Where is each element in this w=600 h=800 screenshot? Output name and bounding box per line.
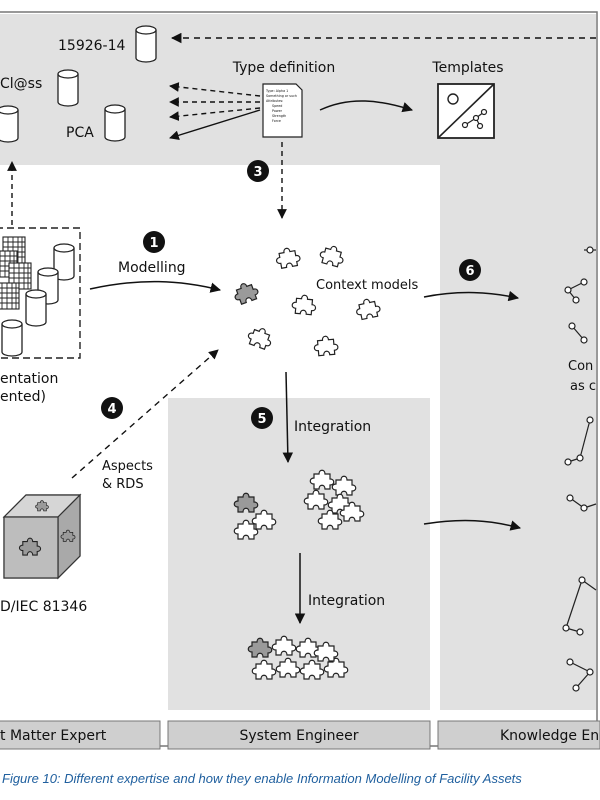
std-pca-label: PCA <box>66 125 94 141</box>
doc-line-3: Attributes: <box>266 99 283 103</box>
step-4-number: 4 <box>107 402 116 417</box>
documentation-icons <box>0 236 75 357</box>
doc-line-5: Power <box>272 109 283 113</box>
step-5-number: 5 <box>257 412 266 427</box>
arrow-context-to-integration <box>282 371 294 464</box>
role-bar-se <box>167 720 431 750</box>
knowledge-label-1: Con <box>568 359 593 374</box>
arrow-doc-to-templates <box>319 100 414 113</box>
templates-icon <box>437 83 495 139</box>
step-5-badge <box>251 407 273 429</box>
top-band <box>0 14 596 710</box>
step-6-badge <box>459 259 481 281</box>
documentation-label-2: ented) <box>0 389 46 405</box>
database-15926-icon <box>135 25 157 63</box>
type-definition-document-icon: Type: Alpha 1 Something or such Attribut… <box>262 83 303 138</box>
aspects-label-2: & RDS <box>102 477 144 492</box>
doc-line-4: Speed <box>272 104 282 108</box>
step-6-number: 6 <box>465 264 474 279</box>
documentation-box <box>0 227 81 359</box>
role-bar-sme <box>0 720 161 750</box>
templates-title: Templates <box>431 60 503 76</box>
step-1-number: 1 <box>149 236 158 251</box>
dashed-arrows-to-sources <box>169 82 261 121</box>
context-model-puzzles <box>231 242 382 357</box>
role-se-label: System Engineer <box>239 728 358 744</box>
aspects-label-1: Aspects <box>102 459 153 474</box>
iec-cube-icon <box>2 493 82 580</box>
doc-line-6: Strength <box>272 114 286 118</box>
role-sme-label: t Matter Expert <box>0 728 107 744</box>
type-definition-title: Type definition <box>232 60 336 76</box>
database-pca-icon <box>104 104 126 142</box>
figure-caption: Figure 10: Different expertise and how t… <box>2 771 522 786</box>
integration-label-2: Integration <box>308 593 385 609</box>
documentation-label-1: entation <box>0 371 58 387</box>
std-eclass-label: Cl@ss <box>0 76 42 92</box>
knowledge-graphs <box>562 246 597 692</box>
step-3-number: 3 <box>253 165 262 180</box>
doc-line-1: Type: Alpha 1 <box>265 89 288 93</box>
role-ke-label: Knowledge En <box>500 728 599 744</box>
arrow-modelling <box>89 280 222 293</box>
arrow-integration-to-knowledge <box>423 519 522 531</box>
doc-line-7: Force <box>272 119 281 123</box>
step-3-badge <box>247 160 269 182</box>
database-left-icon <box>0 105 19 143</box>
role-bar-ke <box>437 720 600 750</box>
iec-label: D/IEC 81346 <box>0 599 87 615</box>
solid-arrow-doc-to-pca <box>169 109 261 141</box>
std-15926-label: 15926-14 <box>58 38 125 54</box>
knowledge-label-2: as c <box>570 379 596 394</box>
modelling-label: Modelling <box>118 260 186 276</box>
step-1-badge <box>143 231 165 253</box>
database-eclass-icon <box>57 69 79 107</box>
arrow-to-knowledge <box>423 290 520 302</box>
integration-label-1: Integration <box>294 419 371 435</box>
context-models-label: Context models <box>316 278 419 293</box>
step-4-badge <box>101 397 123 419</box>
integration-panel <box>168 398 430 710</box>
doc-line-2: Something or such <box>266 94 297 98</box>
